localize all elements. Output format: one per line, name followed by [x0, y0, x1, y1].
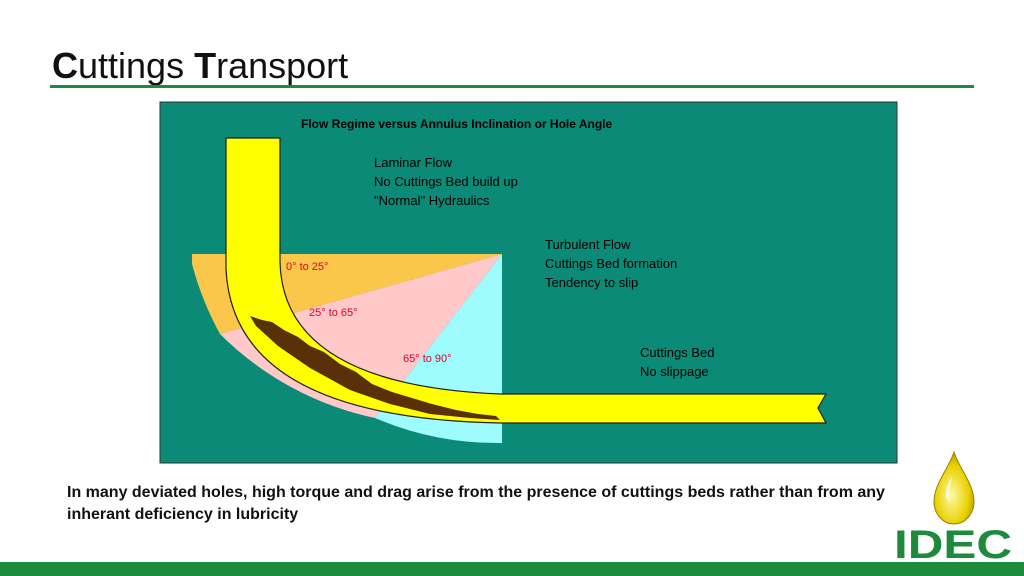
oil-drop-highlight-icon: [945, 476, 952, 502]
turbulent-line-2: Cuttings Bed formation: [545, 256, 677, 271]
laminar-line-2: No Cuttings Bed build up: [374, 174, 518, 189]
annulus-pipe: [225, 137, 828, 424]
diagram-heading: Flow Regime versus Annulus Inclination o…: [301, 117, 612, 131]
angle-label-0-25: 0° to 25°: [286, 261, 328, 273]
idec-logo: IDEC: [894, 450, 1012, 560]
angle-label-65-90: 65° to 90°: [403, 353, 452, 365]
turbulent-line-1: Turbulent Flow: [545, 237, 631, 252]
slide-caption: In many deviated holes, high torque and …: [67, 484, 885, 523]
cuttings-bed: [250, 316, 500, 420]
bed-line-2: No slippage: [640, 364, 709, 379]
title-word-1-rest: uttings: [78, 45, 195, 86]
laminar-line-3: "Normal" Hydraulics: [374, 193, 490, 208]
bed-line-1: Cuttings Bed: [640, 345, 714, 360]
oil-drop-icon: [933, 450, 975, 525]
title-initial-c: C: [52, 45, 78, 86]
angle-label-25-65: 25° to 65°: [309, 307, 358, 319]
title-word-2-rest: ransport: [216, 45, 349, 86]
title-underline: [50, 85, 974, 88]
turbulent-line-3: Tendency to slip: [545, 275, 638, 290]
slide-title: Cuttings Transport: [52, 44, 348, 88]
footer-bar: [0, 562, 1024, 576]
laminar-line-1: Laminar Flow: [374, 155, 453, 170]
title-initial-t: T: [194, 45, 217, 86]
logo-text: IDEC: [894, 523, 1012, 560]
